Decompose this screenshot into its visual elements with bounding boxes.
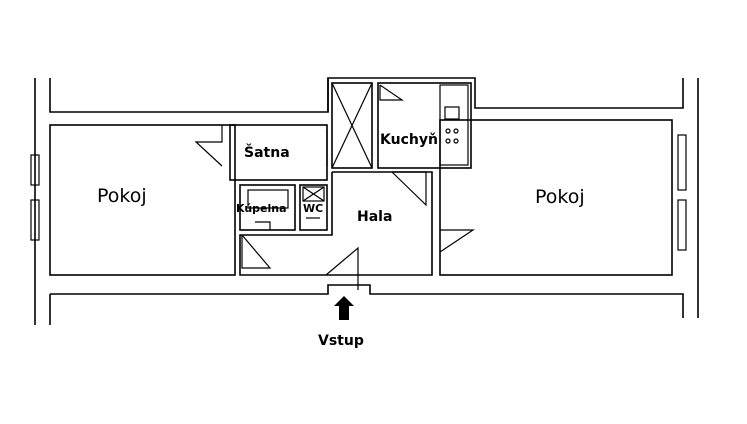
shaft	[331, 82, 373, 169]
room-pokoj-left	[49, 124, 236, 276]
windows	[30, 134, 687, 251]
label-pokoj-left: Pokoj	[97, 185, 147, 207]
room-kuchyn	[377, 82, 472, 169]
room-kupelna	[239, 184, 296, 231]
label-kuchyn: Kuchyň	[380, 132, 438, 148]
label-pokoj-right: Pokoj	[535, 186, 585, 208]
label-satna: Šatna	[244, 143, 290, 161]
room-hala	[239, 171, 433, 290]
room-satna	[229, 124, 328, 181]
outer-walls	[34, 77, 699, 325]
room-pokoj-right	[439, 119, 673, 276]
entrance-arrow-icon	[334, 296, 354, 320]
label-vstup: Vstup	[318, 333, 364, 349]
label-hala: Hala	[357, 209, 392, 225]
label-wc: WC	[303, 202, 323, 215]
label-kupelna: Kúpelna	[236, 202, 287, 215]
room-wc	[299, 184, 328, 231]
